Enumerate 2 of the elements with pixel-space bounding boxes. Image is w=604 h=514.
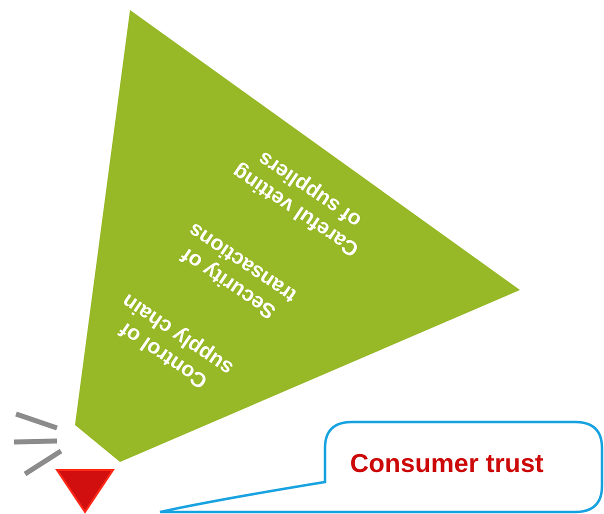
triangle-marker xyxy=(55,468,115,514)
bubble-text: Consumer trust xyxy=(350,448,544,479)
